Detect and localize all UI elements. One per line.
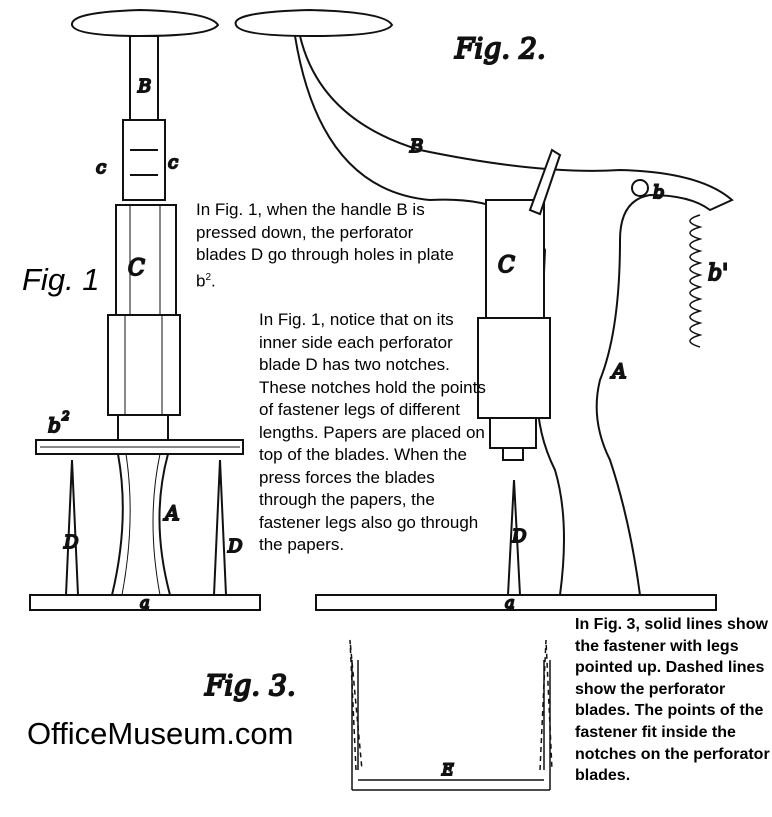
label-a: a [505, 593, 515, 612]
label-D: D [511, 526, 527, 547]
label-C: C [128, 256, 145, 281]
label-b2: b [48, 413, 61, 437]
fig2-label: Fig. 2. [454, 32, 546, 65]
label-a: a [140, 593, 150, 612]
label-A: A [163, 501, 179, 525]
fig2-drawing [234, 8, 734, 611]
label-b2-sup: 2 [61, 409, 70, 423]
label-A: A [610, 359, 626, 383]
label-C: C [498, 253, 515, 278]
label-b-prime: b' [708, 261, 728, 286]
label-D: D [63, 532, 79, 553]
note1-text: In Fig. 1, when the handle B is pressed … [196, 200, 455, 291]
note1-sup: 2 [205, 271, 212, 283]
label-D: D [227, 536, 243, 557]
label-b: b [653, 182, 665, 203]
label-c: c [96, 157, 106, 178]
note1-end: . [211, 271, 216, 291]
label-B: B [137, 76, 151, 97]
fig3-label: Fig. 3. [204, 669, 296, 702]
label-E: E [441, 760, 454, 779]
note-fig1-handle: In Fig. 1, when the handle B is pressed … [196, 199, 466, 293]
fig3-drawing [349, 639, 553, 791]
fig1-label: Fig. 1 [22, 262, 100, 297]
label-c: c [168, 152, 178, 173]
note-fig1-notches: In Fig. 1, notice that on its inner side… [259, 310, 486, 554]
site-watermark: OfficeMuseum.com [27, 716, 294, 751]
fig1-drawing [29, 8, 261, 611]
label-B: B [409, 136, 423, 157]
note-fig3: In Fig. 3, solid lines show the fastener… [575, 616, 770, 785]
